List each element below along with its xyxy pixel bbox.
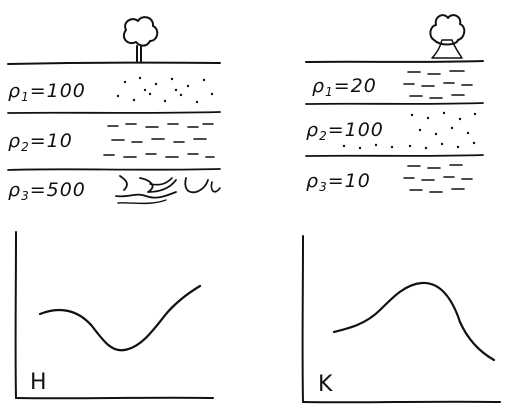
curve-label-k: K [318, 372, 333, 397]
panel-k-section: ρ1=20 ρ2=100 ρ3=10 K [301, 14, 501, 404]
rho-subscript: 1 [325, 85, 334, 99]
layer-label-h-1: ρ1=100 [8, 80, 86, 104]
bush-icon [429, 14, 466, 59]
svg-text:ρ1=100: ρ1=100 [8, 80, 86, 104]
tree-icon [122, 16, 159, 63]
layer3-dashes-k [403, 164, 473, 193]
strata-lines-k [305, 60, 484, 157]
rho-symbol: ρ [8, 130, 21, 152]
rho-symbol: ρ [306, 170, 319, 192]
rho-value: =500 [30, 179, 86, 201]
sounding-curve-k [332, 281, 496, 362]
layer3-folds-h [115, 175, 221, 205]
layer-label-k-1: ρ1=20 [312, 75, 377, 99]
rho-symbol: ρ [306, 119, 319, 141]
rho-value: =20 [334, 75, 377, 97]
rho-symbol: ρ [8, 80, 21, 102]
curve-label-h: H [30, 370, 47, 395]
graph-axes-h [14, 231, 214, 400]
svg-text:ρ2=10: ρ2=10 [8, 130, 73, 154]
layer1-dots-h [116, 76, 214, 104]
rho-symbol: ρ [8, 179, 21, 201]
rho-subscript: 1 [21, 90, 30, 104]
layer-label-h-3: ρ3=500 [8, 179, 86, 203]
layer2-dots-k [342, 111, 477, 150]
panel-h-section: ρ1=100 ρ2=10 ρ3=500 H [7, 16, 221, 400]
svg-text:ρ1=20: ρ1=20 [312, 75, 377, 99]
rho-subscript: 3 [21, 189, 30, 203]
svg-text:ρ3=10: ρ3=10 [306, 170, 371, 194]
strata-lines-h [7, 61, 221, 171]
rho-value: =100 [328, 119, 384, 141]
layer2-dashes-h [103, 123, 215, 158]
graph-axes-k [301, 235, 501, 404]
layer1-dashes-k [403, 70, 473, 99]
rho-value: =100 [30, 80, 86, 102]
svg-text:ρ3=500: ρ3=500 [8, 179, 86, 203]
layer-label-k-3: ρ3=10 [306, 170, 371, 194]
rho-value: =10 [328, 170, 371, 192]
rho-value: =10 [30, 130, 73, 152]
sounding-curve-h [38, 284, 202, 352]
rho-subscript: 2 [319, 129, 328, 143]
rho-symbol: ρ [312, 75, 325, 97]
rho-subscript: 3 [319, 180, 328, 194]
rho-subscript: 2 [21, 140, 30, 154]
svg-text:ρ2=100: ρ2=100 [306, 119, 384, 143]
layer-label-k-2: ρ2=100 [306, 119, 384, 143]
layer-label-h-2: ρ2=10 [8, 130, 73, 154]
